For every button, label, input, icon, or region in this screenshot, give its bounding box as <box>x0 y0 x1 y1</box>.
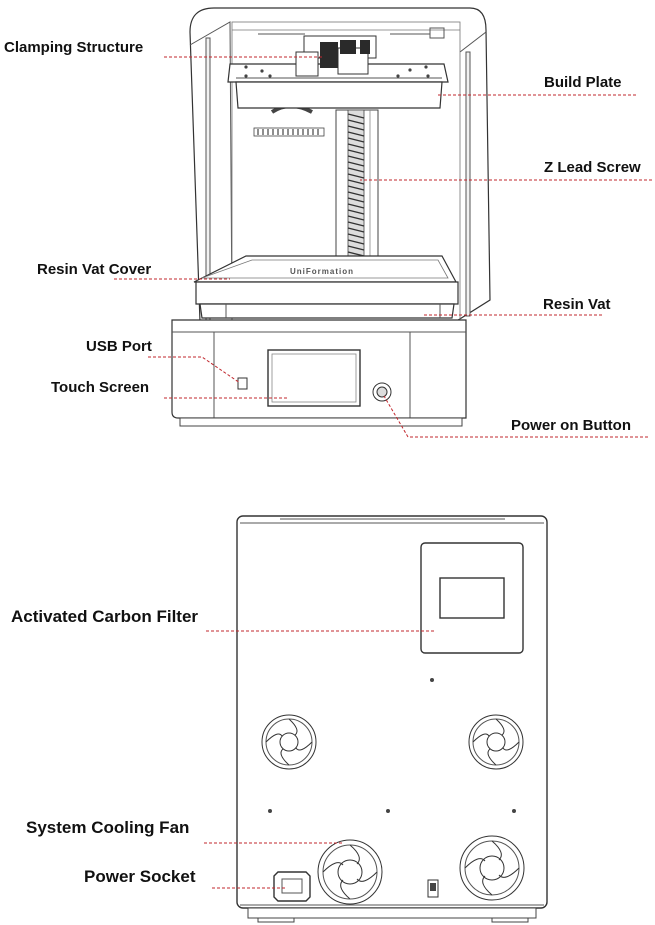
resin-vat <box>195 281 459 319</box>
cooling-fan-bottom-right <box>459 835 525 901</box>
label-resin-vat-cover: Resin Vat Cover <box>37 261 151 278</box>
rear-switch <box>427 879 439 898</box>
uv-cover-left-side <box>189 21 233 321</box>
z-lead-screw <box>335 109 379 263</box>
label-resin-vat: Resin Vat <box>543 296 611 313</box>
cooling-fan-top-right <box>468 714 524 770</box>
resin-vat-cover: UniFormation <box>193 255 458 290</box>
label-usb-port: USB Port <box>86 338 152 355</box>
printer-base <box>171 319 467 427</box>
label-system-cooling-fan: System Cooling Fan <box>26 818 189 837</box>
rear-view: Activated Carbon Filter System Cooling F… <box>11 515 548 923</box>
front-view: UniFormation <box>4 7 652 438</box>
label-touch-screen: Touch Screen <box>51 379 149 396</box>
front-leader-lines <box>114 56 652 438</box>
cooling-fan-top-left <box>261 714 317 770</box>
label-z-lead-screw: Z Lead Screw <box>544 159 641 176</box>
uv-cover-right-side <box>459 31 487 53</box>
label-activated-carbon-filter: Activated Carbon Filter <box>11 607 198 626</box>
rear-leader-lines <box>204 630 436 889</box>
label-build-plate: Build Plate <box>544 74 622 91</box>
power-socket <box>273 871 311 902</box>
power-button <box>372 382 392 402</box>
clamping-structure <box>295 35 377 77</box>
label-power-on-button: Power on Button <box>511 417 631 434</box>
touch-screen <box>267 349 361 407</box>
build-plate-brand-mark: UniFormation <box>290 267 354 276</box>
system-cooling-fan <box>317 839 383 905</box>
usb-port <box>237 377 248 390</box>
vent-slots <box>253 127 325 137</box>
activated-carbon-filter <box>420 542 524 654</box>
label-power-socket: Power Socket <box>84 867 196 886</box>
label-clamping-structure: Clamping Structure <box>4 39 143 56</box>
